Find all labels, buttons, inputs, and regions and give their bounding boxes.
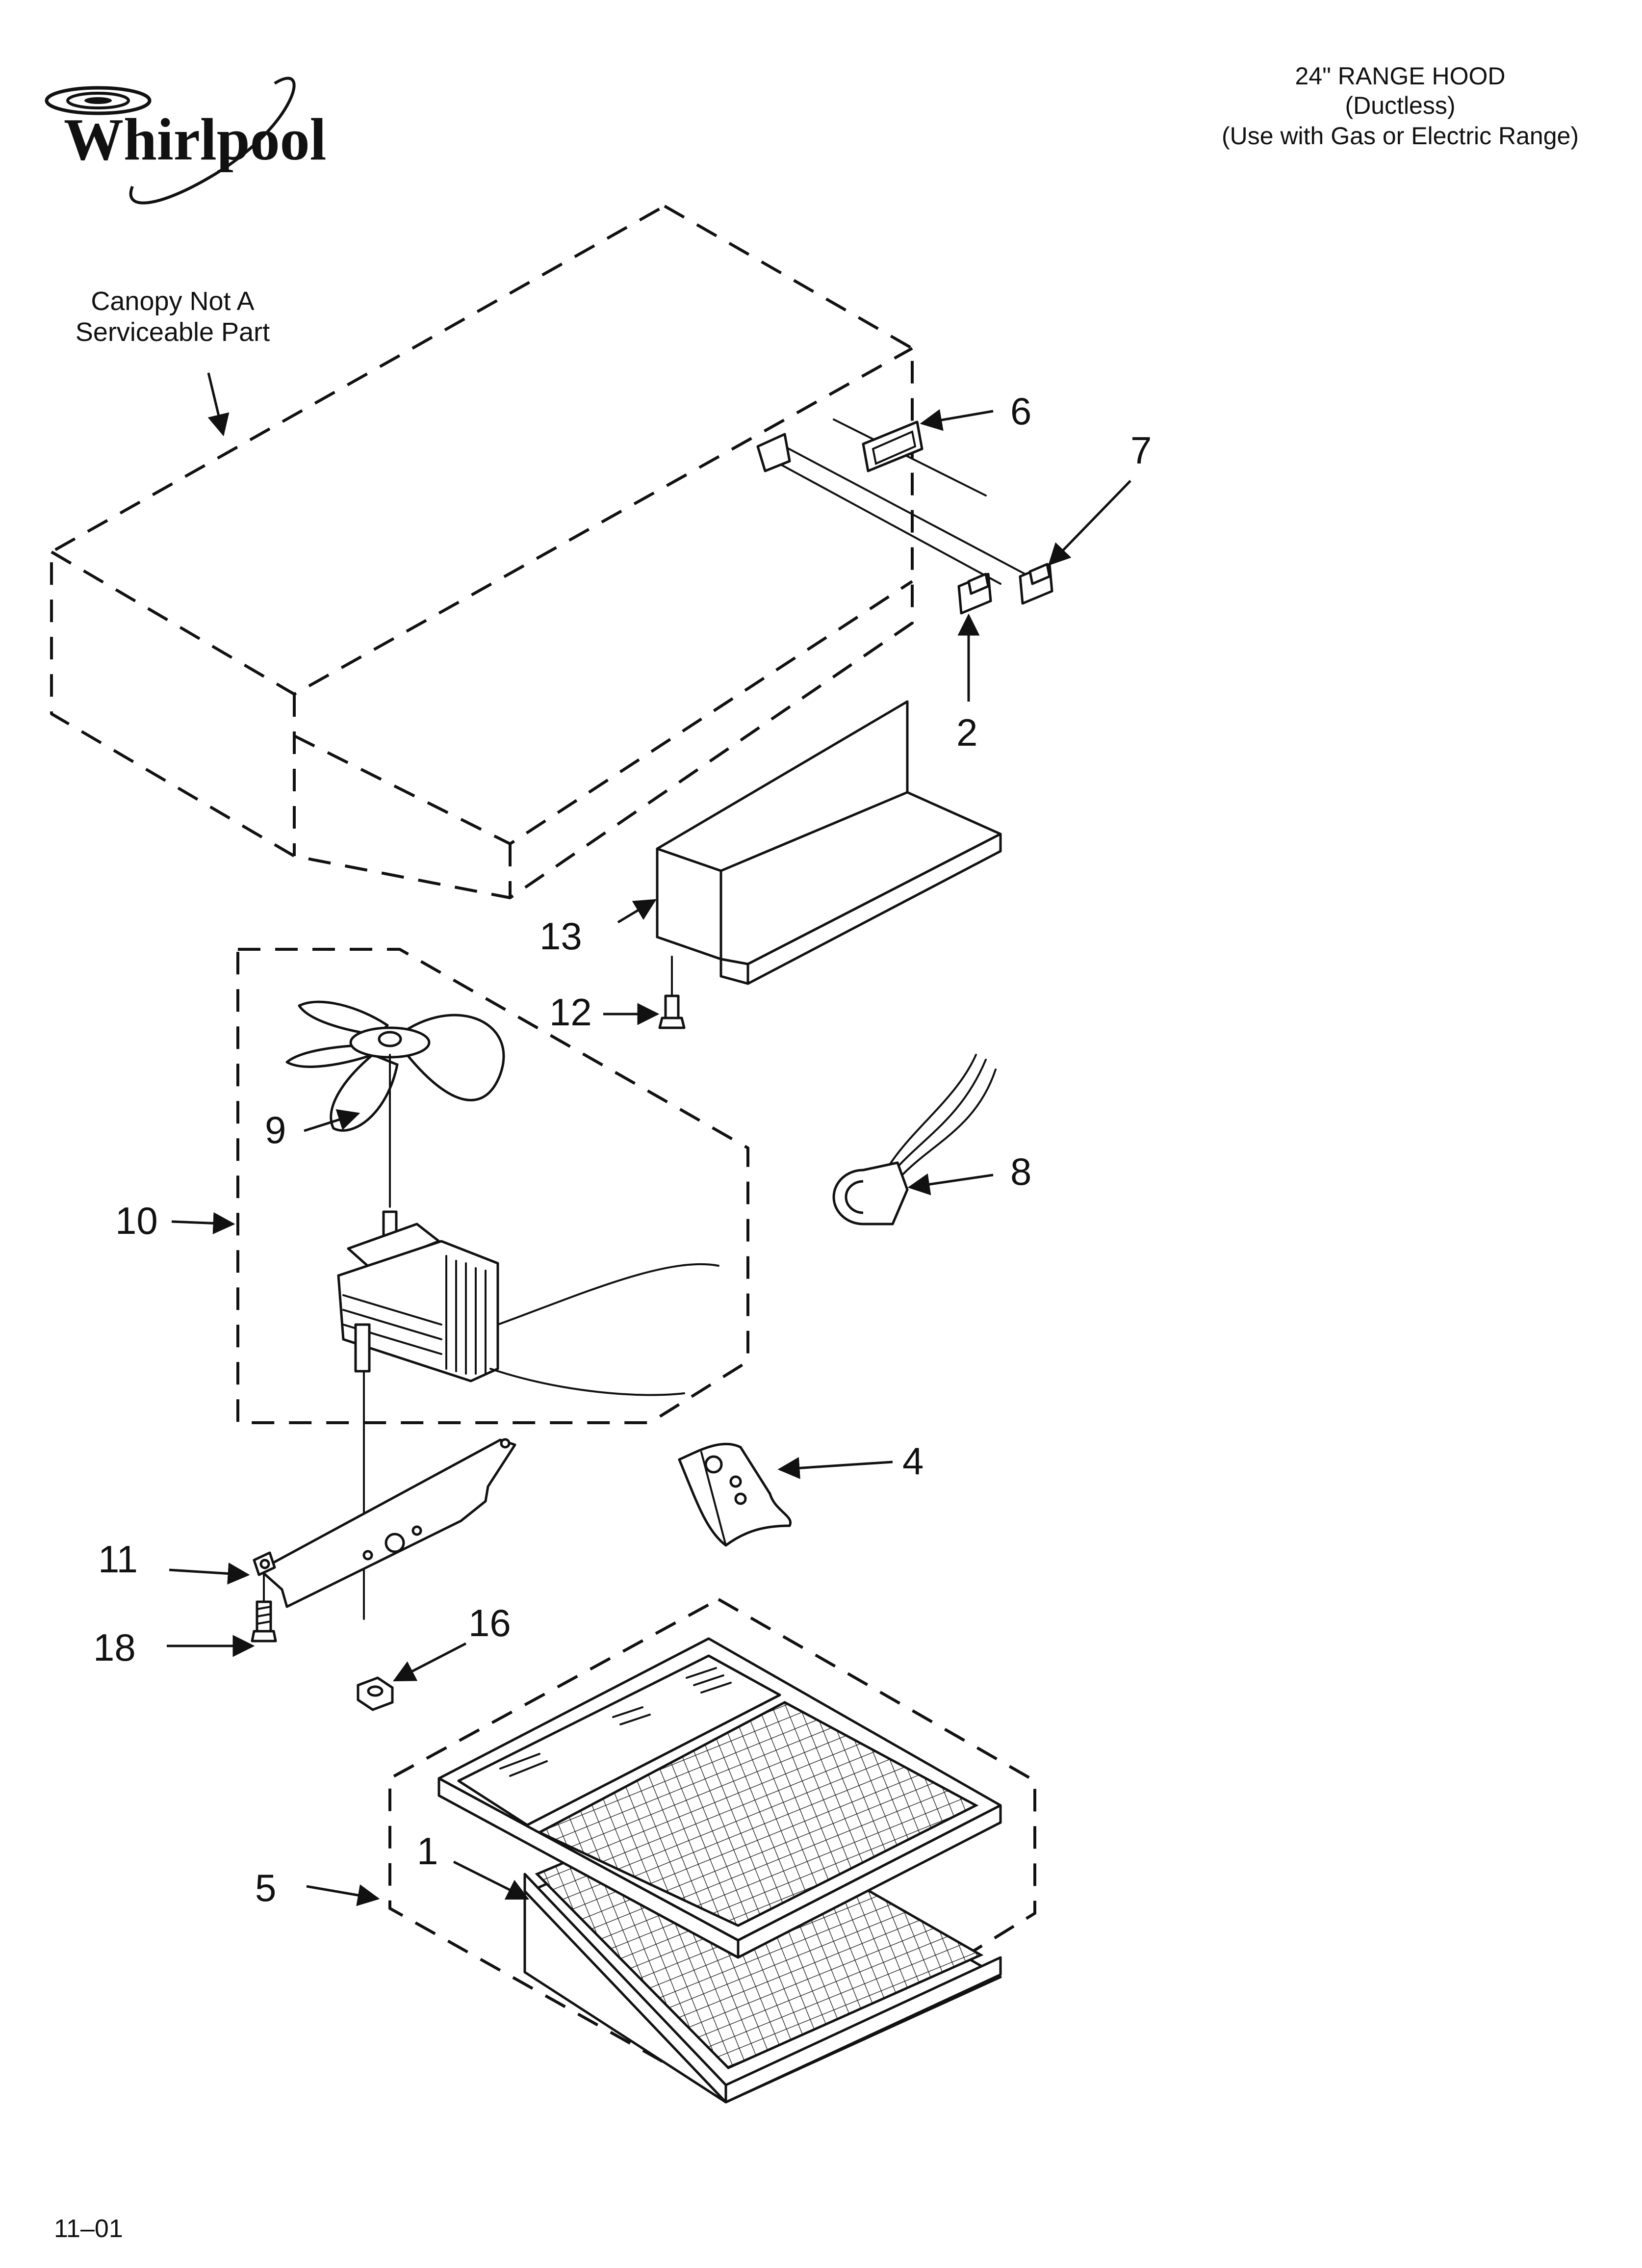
canopy-outline: [50, 205, 914, 899]
callout-4: 4: [777, 1439, 924, 1483]
callout-16: 16: [393, 1601, 511, 1682]
callout-10: 10: [115, 1199, 235, 1242]
canopy-note: Canopy Not A Serviceable Part: [76, 287, 270, 437]
footer-date-code: 11–01: [54, 2215, 123, 2243]
canopy-note-line1: Canopy Not A: [91, 287, 254, 316]
fan-motor: [337, 1210, 719, 1620]
callout-1: 1: [417, 1829, 530, 1900]
screw-12: [658, 956, 686, 1029]
callout-7: 7: [1048, 429, 1152, 566]
header-usage: (Use with Gas or Electric Range): [1222, 122, 1579, 150]
callout-12-label: 12: [549, 991, 592, 1034]
swirl-icon: [45, 77, 296, 205]
callout-9-label: 9: [265, 1108, 286, 1151]
nut-16: [357, 1676, 394, 1711]
filter-upper: [437, 1637, 1002, 1959]
screw-18: [251, 1574, 277, 1642]
callout-12: 12: [549, 991, 660, 1034]
callout-2: 2: [956, 613, 980, 754]
callout-11-label: 11: [98, 1538, 138, 1581]
callout-8-label: 8: [1010, 1150, 1031, 1193]
logo-wordmark: Whirlpool: [64, 106, 327, 173]
callout-5: 5: [255, 1866, 380, 1909]
callout-4-label: 4: [902, 1439, 924, 1483]
header-subtitle: (Ductless): [1345, 92, 1455, 119]
callout-11: 11: [98, 1538, 250, 1585]
callout-16-label: 16: [468, 1601, 511, 1644]
callout-6: 6: [920, 390, 1031, 433]
header-block: 24" RANGE HOOD (Ductless) (Use with Gas …: [1222, 62, 1579, 150]
whirlpool-logo: Whirlpool: [45, 77, 327, 205]
connector-plug: [756, 433, 791, 472]
header-title: 24" RANGE HOOD: [1295, 62, 1506, 90]
mounting-bracket-11: [253, 1438, 516, 1608]
canopy-note-line2: Serviceable Part: [76, 317, 270, 347]
callout-18: 18: [93, 1626, 255, 1669]
callout-13: 13: [539, 899, 657, 958]
callout-18-label: 18: [93, 1626, 136, 1669]
lamp-socket: [832, 1054, 997, 1225]
callout-1-label: 1: [417, 1829, 438, 1873]
callout-10-label: 10: [115, 1199, 158, 1242]
fan-motor-assembly: [236, 948, 749, 1424]
switch-harness: [756, 418, 1026, 585]
callout-7-label: 7: [1130, 429, 1152, 472]
callout-13-label: 13: [539, 914, 582, 958]
callout-8: 8: [907, 1150, 1031, 1196]
lamp-bracket-4: [678, 1442, 792, 1547]
callout-2-label: 2: [956, 711, 977, 754]
rocker-switch-2: [957, 573, 992, 615]
callout-9: 9: [265, 1108, 360, 1151]
label-plate-6: [862, 420, 924, 472]
rocker-switch-7: [1019, 563, 1053, 605]
callout-6-label: 6: [1010, 390, 1031, 433]
fan-blade-9: [285, 1000, 505, 1208]
callout-5-label: 5: [255, 1866, 276, 1909]
filter-baffle: [656, 700, 1002, 985]
